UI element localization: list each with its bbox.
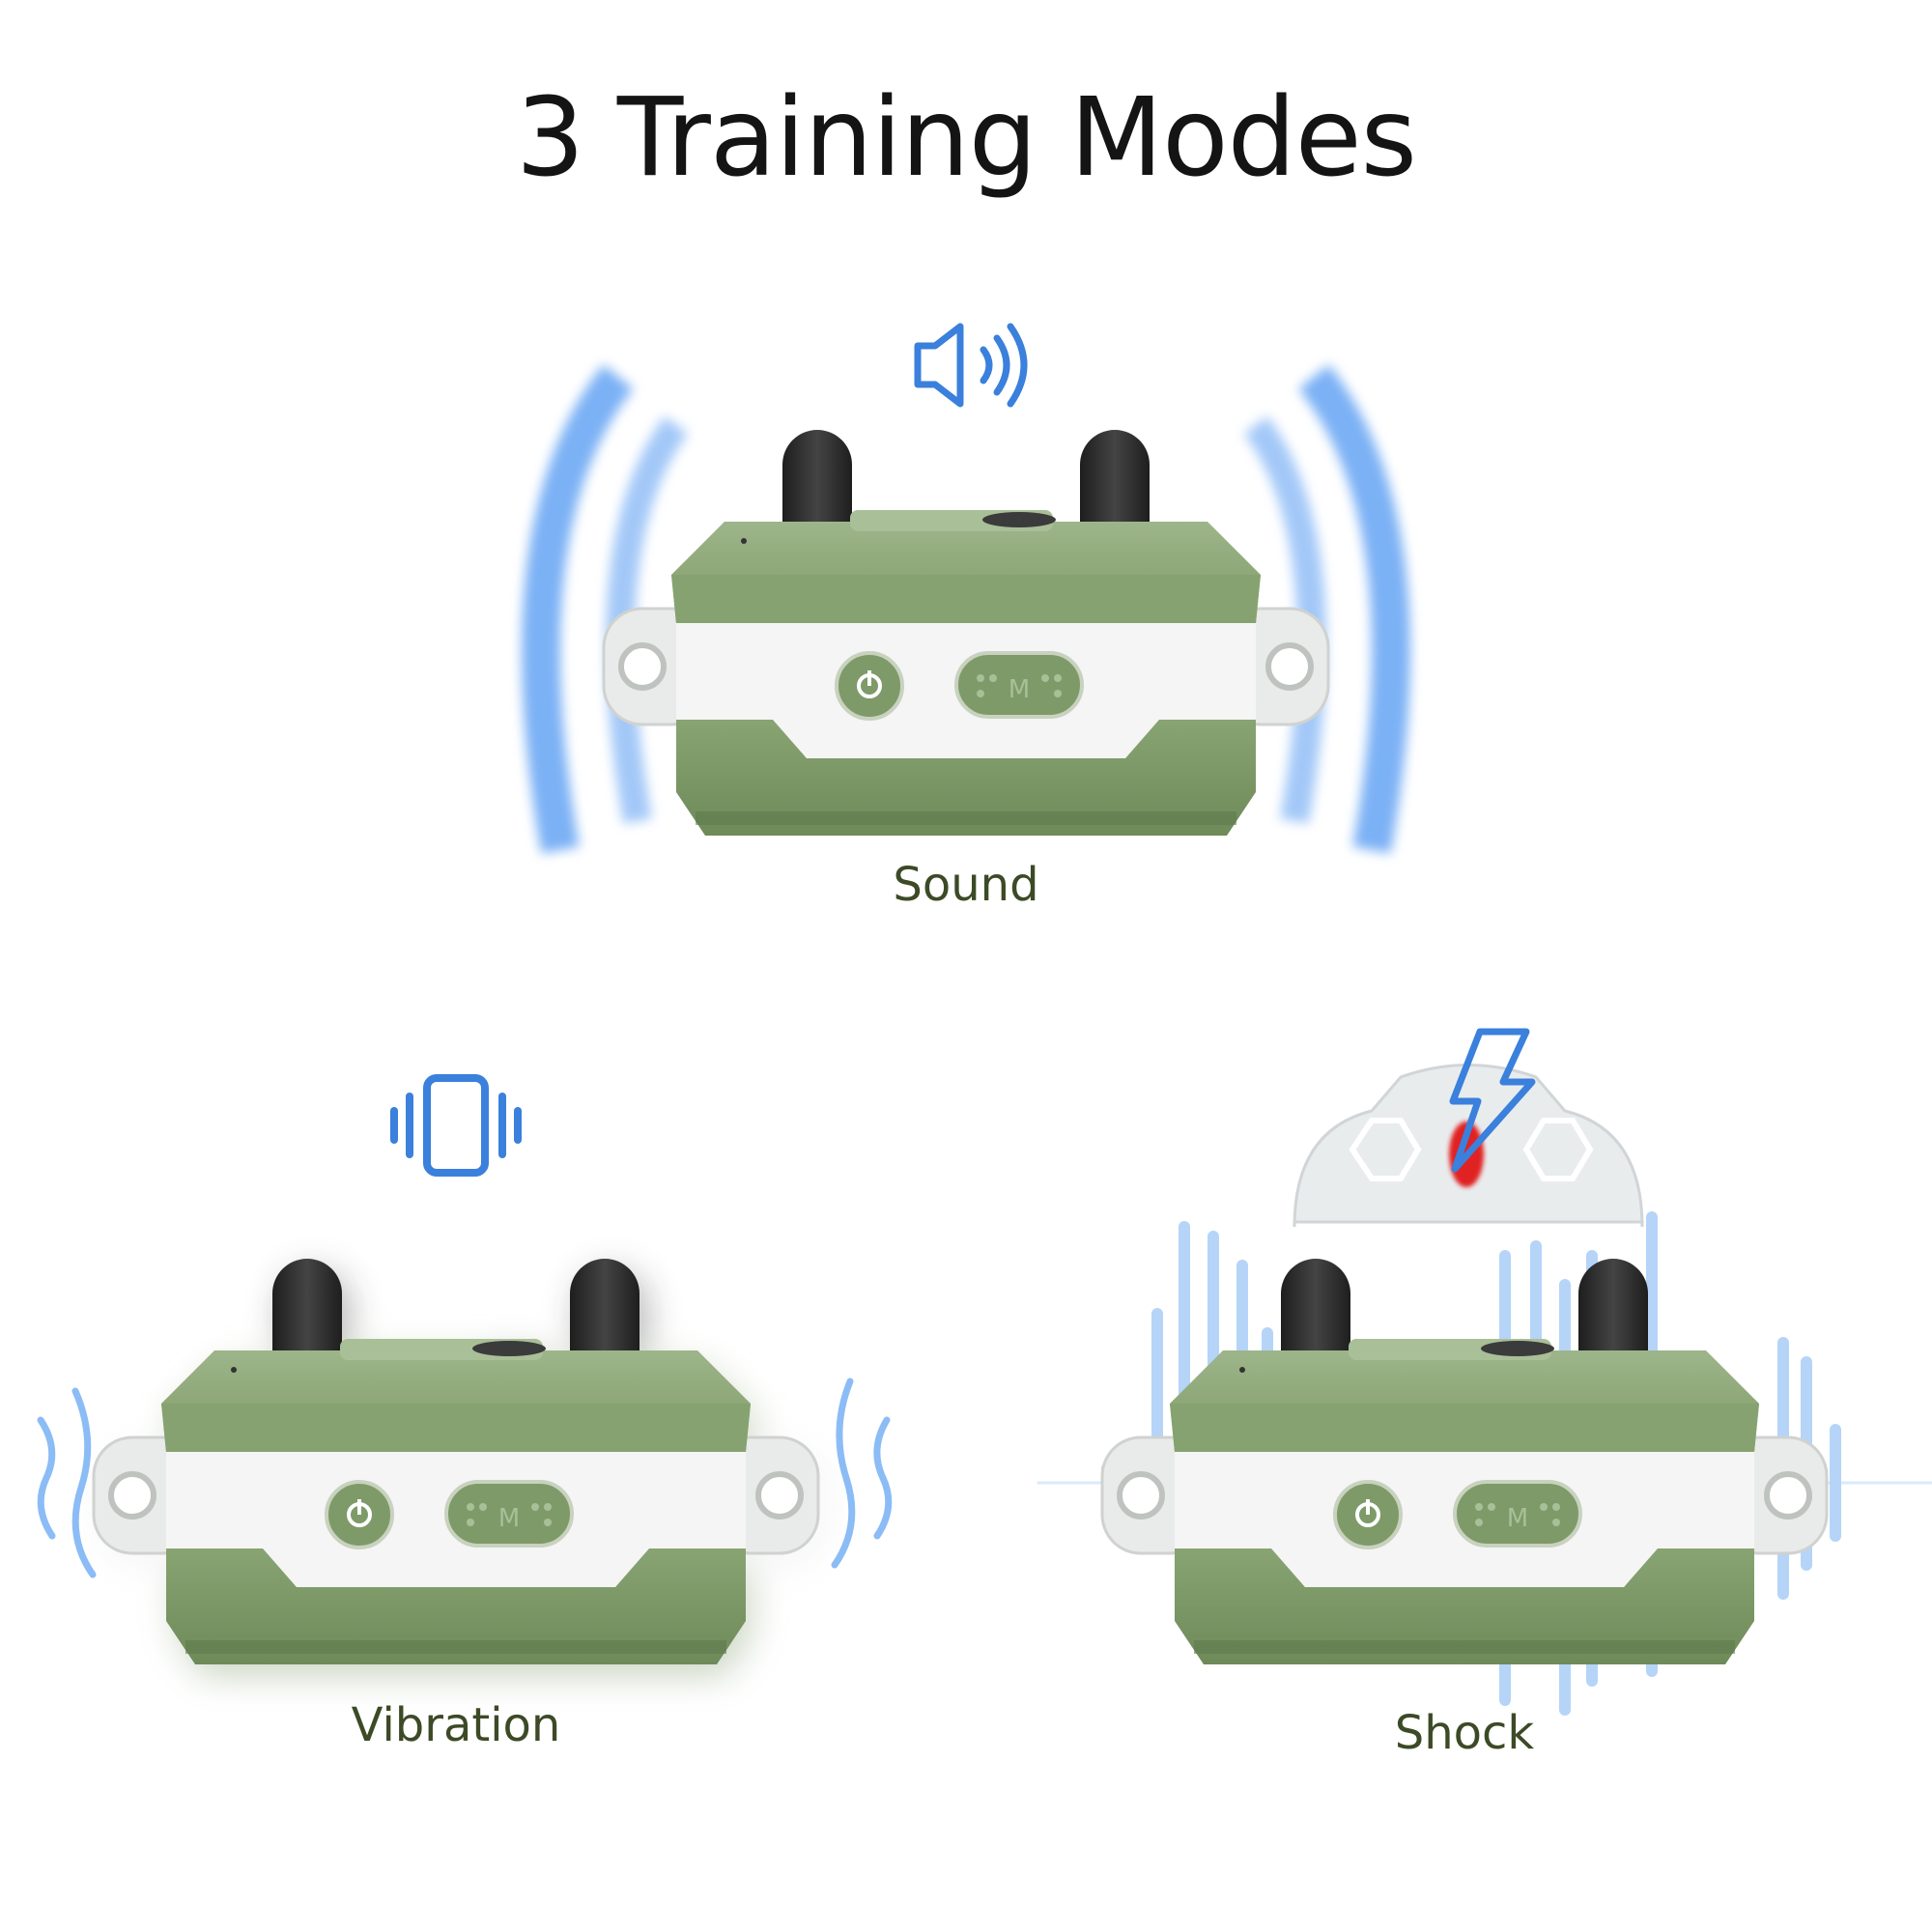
electrode-cover (1293, 1064, 1644, 1228)
mode-label-sound: Sound (893, 858, 1039, 912)
lightning-bolt-icon (1449, 1028, 1536, 1173)
page-title: 3 Training Modes (516, 75, 1417, 201)
vibration-mode (37, 1074, 893, 1676)
sound-mode (522, 323, 1410, 854)
mode-label-shock: Shock (1394, 1706, 1535, 1760)
speaker-icon (914, 323, 1028, 408)
phone-vibrate-icon (390, 1074, 522, 1177)
mode-label-vibration: Vibration (351, 1698, 561, 1752)
sound-waves (522, 364, 1410, 854)
vibration-waves (37, 1378, 893, 1578)
shock-mode (1037, 1028, 1932, 1716)
